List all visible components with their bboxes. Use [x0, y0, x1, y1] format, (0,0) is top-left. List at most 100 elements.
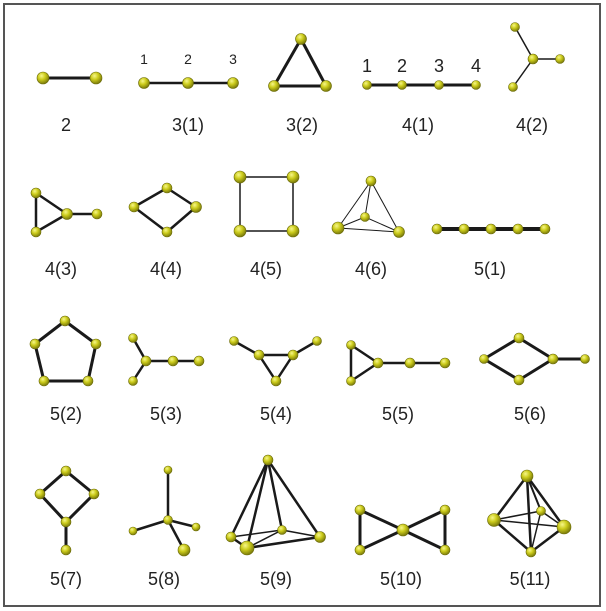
bond-line: [401, 528, 447, 552]
atom-sphere: [29, 338, 41, 350]
cluster-label: 4(2): [516, 115, 548, 135]
bond-line: [86, 342, 98, 383]
bond-line: [38, 492, 68, 524]
bond-line: [33, 342, 46, 383]
atom-sphere: [138, 77, 150, 89]
atom-sphere: [555, 54, 565, 64]
atom-index-label: 2: [184, 51, 192, 67]
bond-line: [63, 319, 98, 346]
atom-sphere: [397, 80, 407, 90]
atom-index-label: 3: [434, 56, 444, 76]
bond-line: [132, 205, 169, 234]
cluster-label: 5(2): [50, 404, 82, 424]
atom-sphere: [270, 375, 282, 387]
atom-sphere: [520, 469, 534, 483]
atom-sphere: [354, 504, 366, 516]
atom-sphere: [331, 221, 345, 235]
cluster-label: 5(3): [150, 404, 182, 424]
bond-line: [530, 510, 542, 553]
atom-sphere: [90, 338, 102, 350]
atom-sphere: [177, 543, 191, 557]
atom-sphere: [36, 71, 50, 85]
bond-line: [266, 458, 322, 539]
atom-sphere: [487, 513, 501, 527]
bond-line: [493, 510, 542, 521]
atom-sphere: [393, 226, 405, 238]
atom-sphere: [471, 80, 481, 90]
atom-sphere: [262, 454, 274, 466]
atom-sphere: [547, 353, 559, 365]
atom-sphere: [527, 53, 539, 65]
bond-line: [525, 474, 566, 529]
cluster-label: 4(5): [250, 259, 282, 279]
atom-sphere: [396, 523, 410, 537]
atom-sphere: [312, 336, 322, 346]
bond-line: [337, 180, 372, 229]
atom-sphere: [512, 223, 524, 235]
atom-sphere: [30, 226, 42, 238]
atom-sphere: [362, 80, 372, 90]
bond-line: [166, 518, 198, 529]
bond-line: [358, 508, 405, 532]
atom-sphere: [360, 212, 370, 222]
bond-line: [132, 186, 169, 209]
bond-line: [34, 212, 69, 234]
cluster-label: 5(9): [260, 569, 292, 589]
cluster-label: 4(4): [150, 259, 182, 279]
cluster-label: 5(5): [382, 404, 414, 424]
cluster-label: 4(1): [402, 115, 434, 135]
atom-sphere: [439, 357, 451, 369]
atom-sphere: [485, 223, 497, 235]
bonds-layer: [33, 26, 587, 554]
atom-sphere: [286, 170, 300, 184]
atom-sphere: [253, 349, 265, 361]
bond-line: [493, 519, 565, 528]
bond-line: [64, 492, 96, 524]
bond-line: [266, 458, 284, 532]
cluster-label: 2: [61, 115, 71, 135]
atom-sphere: [525, 546, 537, 558]
bond-line: [349, 343, 380, 365]
atom-sphere: [88, 488, 100, 500]
atom-sphere: [34, 488, 46, 500]
bond-line: [245, 535, 322, 550]
atom-sphere: [434, 80, 444, 90]
atom-sphere: [479, 354, 489, 364]
atom-sphere: [539, 223, 551, 235]
atom-sphere: [346, 376, 356, 386]
bond-line: [482, 357, 521, 382]
cluster-label: 5(11): [510, 569, 551, 589]
atom-sphere: [314, 531, 326, 543]
atom-sphere: [167, 355, 179, 367]
atom-sphere: [182, 77, 194, 89]
cluster-label: 3(1): [172, 115, 204, 135]
atom-sphere: [365, 175, 377, 187]
atom-sphere: [89, 71, 103, 85]
atom-sphere: [287, 349, 299, 361]
cluster-label: 5(8): [148, 569, 180, 589]
atom-index-label: 4: [471, 56, 481, 76]
bond-line: [245, 458, 270, 550]
bond-line: [230, 529, 283, 538]
atom-sphere: [161, 226, 173, 238]
bond-line: [482, 336, 521, 361]
atom-sphere: [59, 315, 71, 327]
bond-line: [34, 191, 69, 216]
atom-sphere: [38, 375, 50, 387]
atom-sphere: [295, 33, 307, 45]
atom-sphere: [163, 465, 173, 475]
atom-sphere: [140, 355, 152, 367]
atom-sphere: [227, 77, 239, 89]
atom-sphere: [439, 504, 451, 516]
bond-line: [299, 37, 328, 88]
atom-sphere: [233, 224, 247, 238]
cluster-label: 5(1): [474, 259, 506, 279]
atom-sphere: [439, 544, 451, 556]
bond-line: [517, 357, 555, 382]
atom-index-label: 1: [140, 51, 148, 67]
atom-sphere: [372, 357, 384, 369]
bond-line: [358, 528, 405, 552]
atom-sphere: [286, 224, 300, 238]
atom-sphere: [239, 540, 255, 556]
cluster-label: 4(3): [45, 259, 77, 279]
